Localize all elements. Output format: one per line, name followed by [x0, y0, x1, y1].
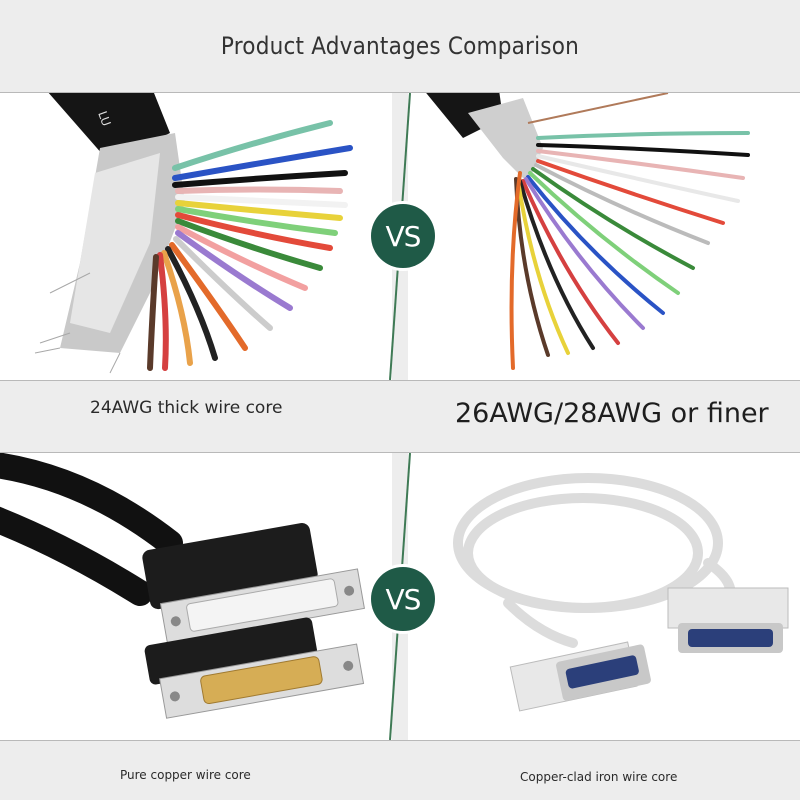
right-bottom-caption: Copper-clad iron wire core [520, 770, 678, 784]
db25-white-cable-icon [453, 473, 789, 712]
db25-black-cable-icon [0, 453, 365, 719]
thin-core-photo [408, 93, 800, 380]
header-band: Product Advantages Comparison [0, 0, 800, 92]
page-title: Product Advantages Comparison [220, 32, 580, 60]
middle-rule-lower [0, 452, 800, 453]
cable-stripped-thick-icon: LU [34, 93, 353, 374]
pure-copper-photo [0, 453, 392, 740]
cable-marking: LU [95, 109, 113, 128]
bottom-vs-badge: VS [371, 567, 435, 631]
top-vs-badge: VS [371, 204, 435, 268]
right-top-caption: 26AWG/28AWG or finer [455, 398, 769, 429]
middle-rule-upper [0, 380, 800, 381]
copper-clad-iron-photo [408, 453, 800, 740]
thick-core-photo: LU [0, 93, 392, 380]
left-bottom-caption: Pure copper wire core [120, 768, 251, 782]
cable-stripped-thin-icon [426, 93, 750, 370]
bottom-rule [0, 740, 800, 741]
top-rule [0, 92, 800, 93]
left-top-caption: 24AWG thick wire core [90, 398, 283, 418]
